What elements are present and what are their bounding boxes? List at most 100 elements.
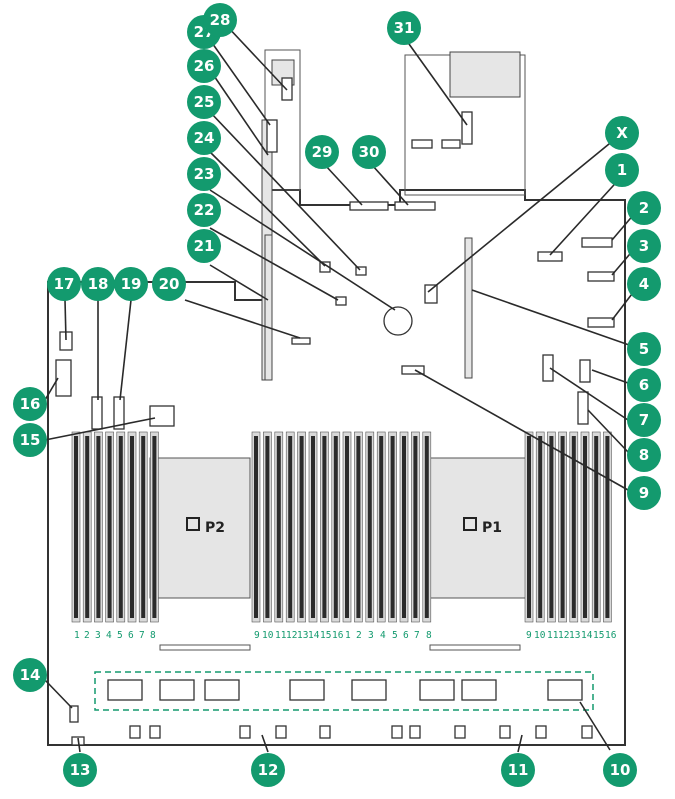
callout-26: 26 [187,49,221,83]
svg-text:10: 10 [610,761,631,779]
dimm-slot-latch [141,436,146,618]
dimm-slot-latch [367,436,372,618]
heatsink-rail-p2 [159,644,251,651]
svg-text:8: 8 [426,630,432,641]
dimm-slot-latch [549,436,554,618]
svg-text:1: 1 [345,630,351,641]
connector-x [424,284,438,304]
callout-9: 9 [627,476,661,510]
heatsink-rail-p1 [429,644,521,651]
callout-19: 19 [114,267,148,301]
drive-backplane-connector [204,679,240,701]
callout-11: 11 [501,753,535,787]
fan-connector [149,725,161,739]
svg-text:X: X [616,124,628,142]
dimm-slot-latch [130,436,134,618]
svg-text:6: 6 [403,630,409,641]
svg-text:5: 5 [117,630,123,641]
dimm-slot-latch [118,436,123,618]
callout-12: 12 [251,753,285,787]
svg-text:1: 1 [617,161,627,179]
svg-text:8: 8 [639,446,649,464]
svg-text:2: 2 [639,199,649,217]
callout-14: 14 [13,658,47,692]
svg-text:22: 22 [194,201,215,219]
svg-text:30: 30 [359,143,380,161]
svg-text:13: 13 [70,761,91,779]
svg-text:14: 14 [581,630,593,641]
processor-p2-icon [186,517,200,531]
dimm-slot-latch [265,436,270,618]
callout-3: 3 [627,229,661,263]
svg-text:4: 4 [639,275,649,293]
svg-text:11: 11 [547,630,559,641]
dimm-numbers-p1-left: 1 2 3 4 5 6 7 8 [345,630,432,641]
svg-text:8: 8 [150,630,156,641]
fan-connector [454,725,466,739]
callout-25: 25 [187,85,221,119]
svg-text:4: 4 [380,630,386,641]
svg-text:15: 15 [593,630,604,641]
dimm-slot-latch [74,436,78,618]
svg-text:18: 18 [88,275,109,293]
fan-connector [409,725,421,739]
dimm-slot-latch [333,436,338,618]
callout-x: X [605,116,639,150]
connector-15 [149,405,175,427]
slot-connector-30 [394,201,436,211]
svg-text:9: 9 [639,484,649,502]
callout-30: 30 [352,135,386,169]
svg-text:7: 7 [414,630,420,641]
processor-p1-socket [427,457,529,599]
svg-text:3: 3 [368,630,374,641]
svg-text:5: 5 [639,340,649,358]
svg-text:19: 19 [121,275,142,293]
connector-16 [55,359,72,397]
svg-text:2: 2 [356,630,362,641]
svg-text:11: 11 [275,630,287,641]
callout-18: 18 [81,267,115,301]
connector-20 [291,337,311,345]
drive-backplane-connector [351,679,387,701]
fan-connector [391,725,403,739]
system-battery [383,306,413,336]
connector-6 [579,359,591,383]
svg-text:14: 14 [20,666,41,684]
svg-text:23: 23 [194,165,215,183]
riser-slot-right [464,237,473,379]
fan-connector [499,725,511,739]
dimm-slot-latch [571,436,576,618]
svg-text:12: 12 [286,630,297,641]
svg-text:16: 16 [20,395,41,413]
dimm-slot-latch [356,436,361,618]
primary-riser-cage [404,51,526,196]
svg-text:20: 20 [159,275,180,293]
drive-backplane-connector [107,679,143,701]
dimm-numbers-p1-right: 9 10 11 12 13 14 15 16 [526,630,617,641]
processor-p1-label: P1 [482,520,502,536]
connector-8 [577,391,589,425]
callout-20: 20 [152,267,186,301]
callout-22: 22 [187,193,221,227]
dimm-slot-latch [107,436,112,618]
svg-text:10: 10 [262,630,274,641]
dimm-slot-latch [605,436,610,618]
callout-17: 17 [47,267,81,301]
svg-text:13: 13 [297,630,308,641]
connector-9 [401,365,425,375]
callout-29: 29 [305,135,339,169]
callout-5: 5 [627,332,661,366]
svg-text:6: 6 [639,376,649,394]
connector-3 [587,271,615,282]
dimm-slot-latch [594,436,599,618]
callout-28: 28 [203,3,237,37]
dimm-numbers-p2-left: 1 2 3 4 5 6 7 8 [74,630,156,641]
svg-text:13: 13 [569,630,580,641]
drive-backplane-connector [419,679,455,701]
dimm-banks [71,431,612,623]
callout-13: 13 [63,753,97,787]
connector-14 [69,705,79,723]
callout-2: 2 [627,191,661,225]
callout-6: 6 [627,368,661,402]
svg-text:17: 17 [54,275,75,293]
